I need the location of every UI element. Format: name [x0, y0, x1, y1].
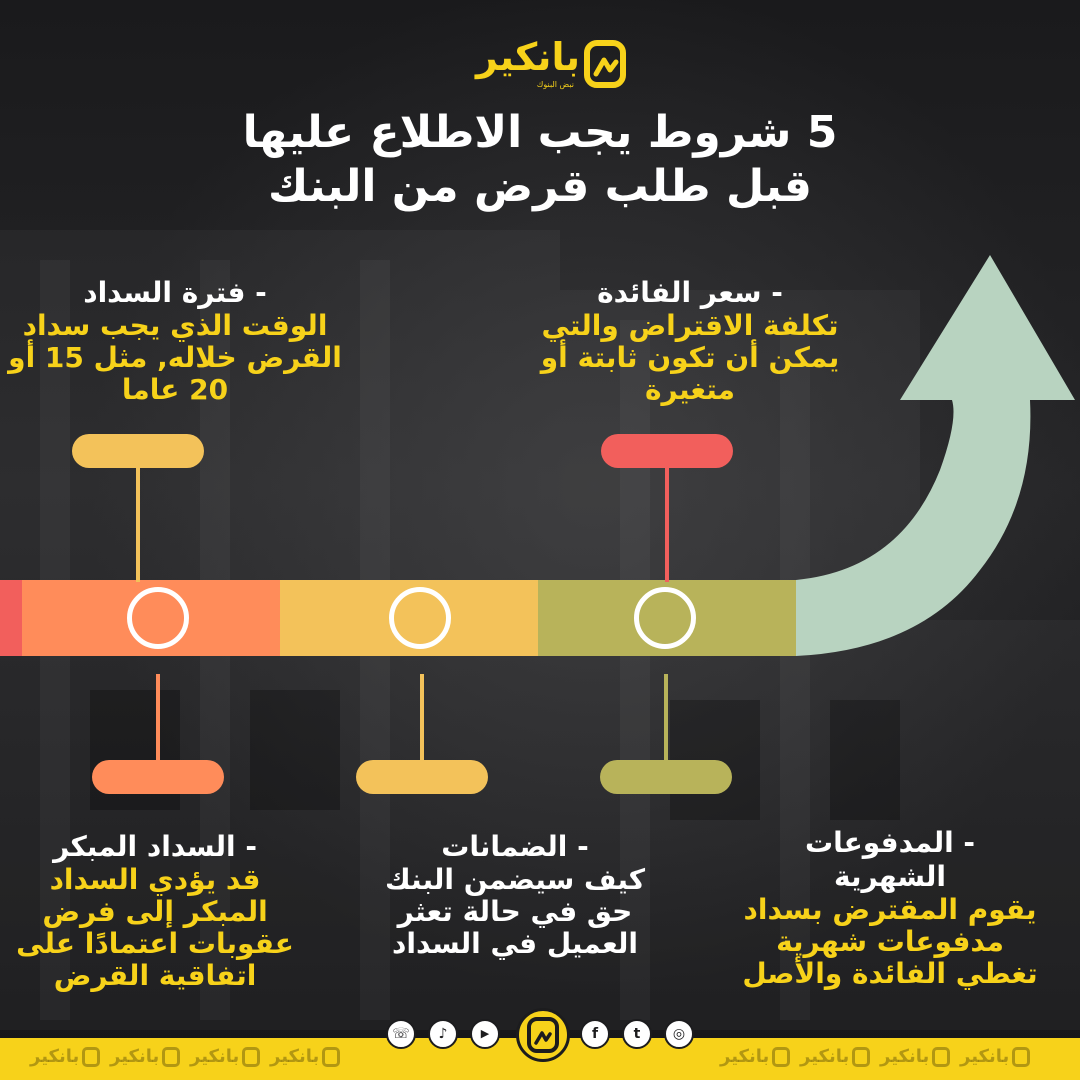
brand-badge-icon — [516, 1008, 570, 1062]
early-line: اتفاقية القرض — [53, 959, 257, 992]
timeline-marker — [389, 587, 451, 649]
interest-line: يمكن أن تكون ثابتة أو — [540, 341, 840, 374]
interest-heading: - سعر الفائدة — [597, 276, 783, 309]
early-heading: - السداد المبكر — [53, 830, 257, 863]
early-line: عقوبات اعتمادًا على — [16, 927, 294, 960]
pin-stem — [665, 466, 669, 582]
term-line: الوقت الذي يجب سداد — [22, 309, 328, 342]
pin-stem — [136, 466, 140, 582]
facebook-icon[interactable]: f — [580, 1019, 610, 1049]
page-title: 5 شروط يجب الاطلاع عليها قبل طلب قرض من … — [100, 106, 980, 214]
twitter-icon[interactable]: t — [622, 1019, 652, 1049]
building-window — [830, 700, 900, 820]
logo-mark-icon — [584, 40, 626, 88]
watermark: بانكير — [110, 1046, 181, 1067]
watermark: بانكير — [720, 1046, 791, 1067]
whatsapp-icon[interactable]: ☏ — [386, 1019, 416, 1049]
early-line: المبكر إلى فرض — [42, 895, 268, 928]
block-collateral: - الضمانات كيف سيضمن البنك حق في حالة تع… — [340, 830, 690, 960]
watermark: بانكير — [880, 1046, 951, 1067]
pin-cap — [356, 760, 488, 794]
watermark: بانكير — [270, 1046, 341, 1067]
collateral-line: العميل في السداد — [391, 927, 638, 960]
brand-logo: بانكير نبض البنوك — [450, 36, 630, 96]
pin-cap — [72, 434, 204, 468]
watermark: بانكير — [960, 1046, 1031, 1067]
brand-tagline: نبض البنوك — [536, 80, 574, 89]
watermark: بانكير — [190, 1046, 261, 1067]
pin-cap — [92, 760, 224, 794]
block-early-repayment: - السداد المبكر قد يؤدي السداد المبكر إل… — [0, 830, 320, 992]
building-column — [780, 320, 810, 1020]
watermark: بانكير — [30, 1046, 101, 1067]
instagram-icon[interactable]: ◎ — [664, 1019, 694, 1049]
interest-line: متغيرة — [645, 373, 735, 406]
building-window — [250, 690, 340, 810]
interest-line: تكلفة الاقتراض والتي — [541, 309, 839, 342]
term-line: القرض خلاله, مثل 15 أو — [8, 341, 342, 374]
timeline-marker — [634, 587, 696, 649]
collateral-heading: - الضمانات — [441, 830, 589, 863]
pin-stem — [664, 674, 668, 762]
monthly-heading: - المدفوعات — [804, 826, 976, 859]
watermark: بانكير — [800, 1046, 871, 1067]
pin-stem — [420, 674, 424, 762]
early-line: قد يؤدي السداد — [49, 863, 261, 896]
title-line-2: قبل طلب قرض من البنك — [267, 161, 812, 212]
block-monthly-payments: - المدفوعات الشهرية يقوم المقترض بسداد م… — [705, 826, 1075, 990]
brand-name: بانكير — [475, 35, 580, 79]
title-line-1: 5 شروط يجب الاطلاع عليها — [242, 107, 838, 158]
logo-mark-icon — [527, 1017, 559, 1053]
term-heading: - فترة السداد — [83, 276, 267, 309]
block-repayment-term: - فترة السداد الوقت الذي يجب سداد القرض … — [0, 276, 370, 406]
monthly-line: تغطي الفائدة والأصل — [742, 957, 1038, 990]
pin-stem — [156, 674, 160, 762]
monthly-line: يقوم المقترض بسداد — [743, 893, 1037, 926]
pin-cap — [601, 434, 733, 468]
monthly-line: مدفوعات شهرية — [776, 925, 1004, 958]
pin-cap — [600, 760, 732, 794]
youtube-icon[interactable]: ▶ — [470, 1019, 500, 1049]
monthly-heading: الشهرية — [834, 860, 946, 893]
collateral-line: حق في حالة تعثر — [397, 895, 633, 928]
timeline-segment — [0, 580, 22, 656]
tiktok-icon[interactable]: ♪ — [428, 1019, 458, 1049]
timeline-marker — [127, 587, 189, 649]
block-interest-rate: - سعر الفائدة تكلفة الاقتراض والتي يمكن … — [510, 276, 870, 406]
collateral-line: كيف سيضمن البنك — [384, 863, 646, 896]
term-line: 20 عاما — [121, 373, 229, 406]
